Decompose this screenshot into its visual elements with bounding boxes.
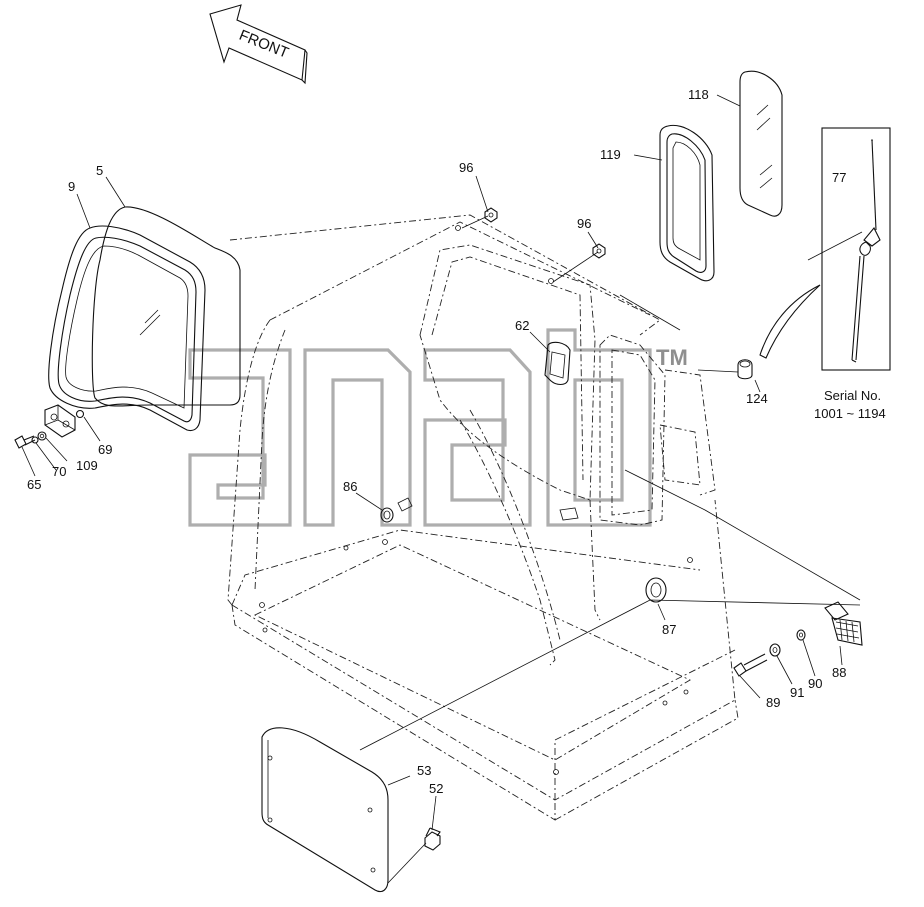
- label-part-119: 119: [600, 147, 621, 162]
- window-seal-9: [48, 225, 206, 432]
- leader-lines: [21, 94, 843, 884]
- nut-96-a: [484, 207, 498, 223]
- grommet-86: [380, 497, 413, 523]
- grommet-87: [645, 577, 667, 603]
- label-part-86: 86: [343, 479, 357, 494]
- label-part-118: 118: [688, 87, 709, 102]
- serial-line1: Serial No.: [824, 388, 881, 403]
- label-part-5: 5: [96, 163, 103, 178]
- front-arrow: FRONT: [209, 4, 308, 85]
- label-part-96a: 96: [459, 160, 473, 175]
- label-part-89: 89: [766, 695, 780, 710]
- label-part-53: 53: [417, 763, 431, 778]
- label-part-70: 70: [52, 464, 66, 479]
- label-part-90: 90: [808, 676, 822, 691]
- label-part-77: 77: [832, 170, 846, 185]
- window-seal-119: [659, 124, 715, 282]
- label-part-96b: 96: [577, 216, 591, 231]
- cover-plate-53: [261, 727, 389, 893]
- label-part-87: 87: [662, 622, 676, 637]
- label-part-69: 69: [98, 442, 112, 457]
- watermark-logo: TM: [188, 328, 688, 527]
- serial-box: [759, 127, 891, 371]
- label-part-52: 52: [429, 781, 443, 796]
- glass-pane-118: [739, 70, 783, 217]
- label-part-91: 91: [790, 685, 804, 700]
- label-part-88: 88: [832, 665, 846, 680]
- cab-body: [227, 214, 861, 821]
- label-part-62: 62: [515, 318, 529, 333]
- handle-62: [544, 341, 571, 386]
- pin-52: [424, 827, 441, 851]
- label-part-124: 124: [746, 391, 768, 406]
- washer-91: [769, 643, 781, 657]
- label-part-9: 9: [68, 179, 75, 194]
- latch-88: [824, 601, 863, 646]
- washer-90: [796, 629, 806, 641]
- clamp-assembly: [14, 404, 85, 449]
- serial-line2: 1001 ~ 1194: [814, 406, 886, 421]
- glass-pane-5: [91, 206, 241, 407]
- label-part-65: 65: [27, 477, 41, 492]
- watermark-tm: TM: [656, 345, 688, 370]
- nut-96-b: [592, 243, 606, 259]
- part-labels: 5 9 69 109 70 65 96 96 118 119 77 62 124…: [27, 87, 846, 796]
- label-part-109: 109: [76, 458, 98, 473]
- grommet-124: [737, 359, 753, 380]
- bolt-89: [733, 653, 768, 677]
